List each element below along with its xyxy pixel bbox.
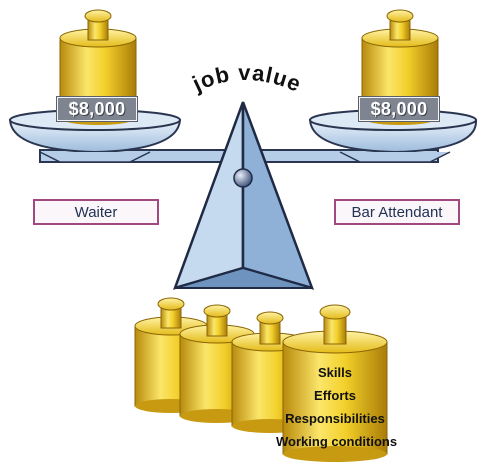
factor-weights-group <box>134 297 388 462</box>
scale-title: job value <box>188 60 306 97</box>
left-job-label: Waiter <box>33 199 159 225</box>
factor-label-efforts: Efforts <box>314 388 356 403</box>
factor-label-working-conditions: Working conditions <box>276 434 398 449</box>
left-pan <box>8 109 182 163</box>
right-job-label: Bar Attendant <box>334 199 460 225</box>
right-price-tag: $8,000 <box>358 96 440 122</box>
factor-label-skills: Skills <box>318 365 352 380</box>
pivot-bolt <box>233 168 253 188</box>
factor-weight-labelled <box>282 304 388 462</box>
factor-label-responsibilities: Responsibilities <box>285 411 385 426</box>
left-price-tag: $8,000 <box>56 96 138 122</box>
fulcrum <box>172 101 315 290</box>
